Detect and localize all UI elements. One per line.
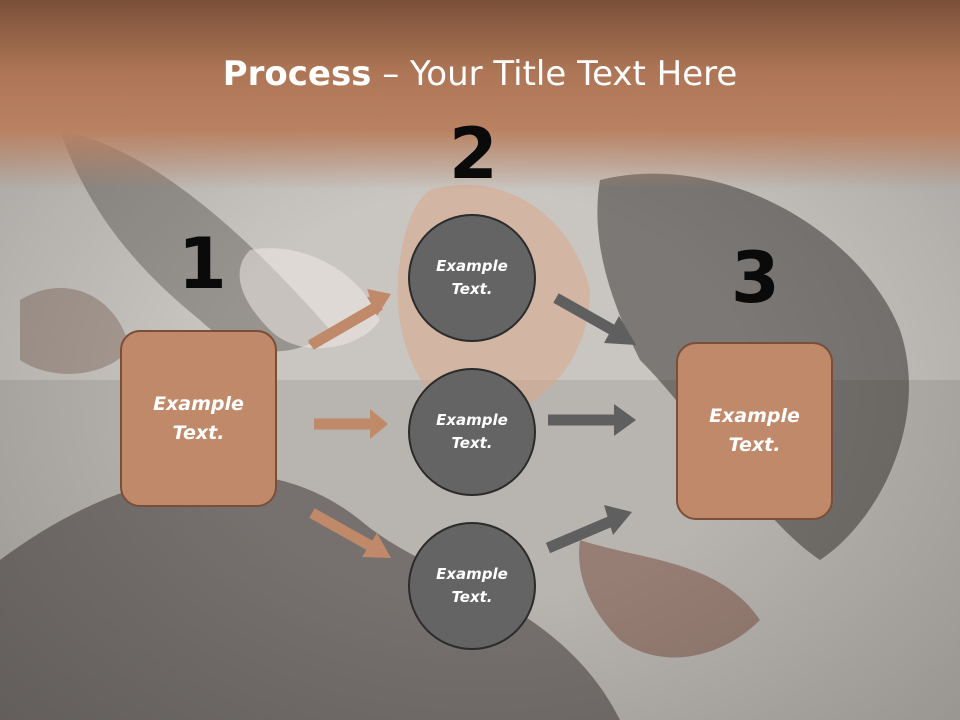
node-bottom-label: Example Text.	[436, 565, 508, 606]
step-2-node-top: Example Text.	[408, 214, 536, 342]
step-3-box: Example Text.	[676, 342, 833, 520]
step-1-label: Example Text.	[153, 392, 244, 444]
step-1-box: Example Text.	[120, 330, 277, 507]
title-bold: Process	[222, 54, 372, 94]
node-middle-label: Example Text.	[436, 411, 508, 452]
slide-title: Process – Your Title Text Here	[0, 52, 960, 96]
node-top-label: Example Text.	[436, 257, 508, 298]
title-rest: – Your Title Text Here	[371, 54, 738, 94]
step-number-1: 1	[178, 223, 227, 305]
step-2-node-middle: Example Text.	[408, 368, 536, 496]
step-2-node-bottom: Example Text.	[408, 522, 536, 650]
step-number-2: 2	[449, 113, 498, 195]
step-number-3: 3	[731, 237, 780, 319]
step-3-label: Example Text.	[709, 405, 800, 456]
